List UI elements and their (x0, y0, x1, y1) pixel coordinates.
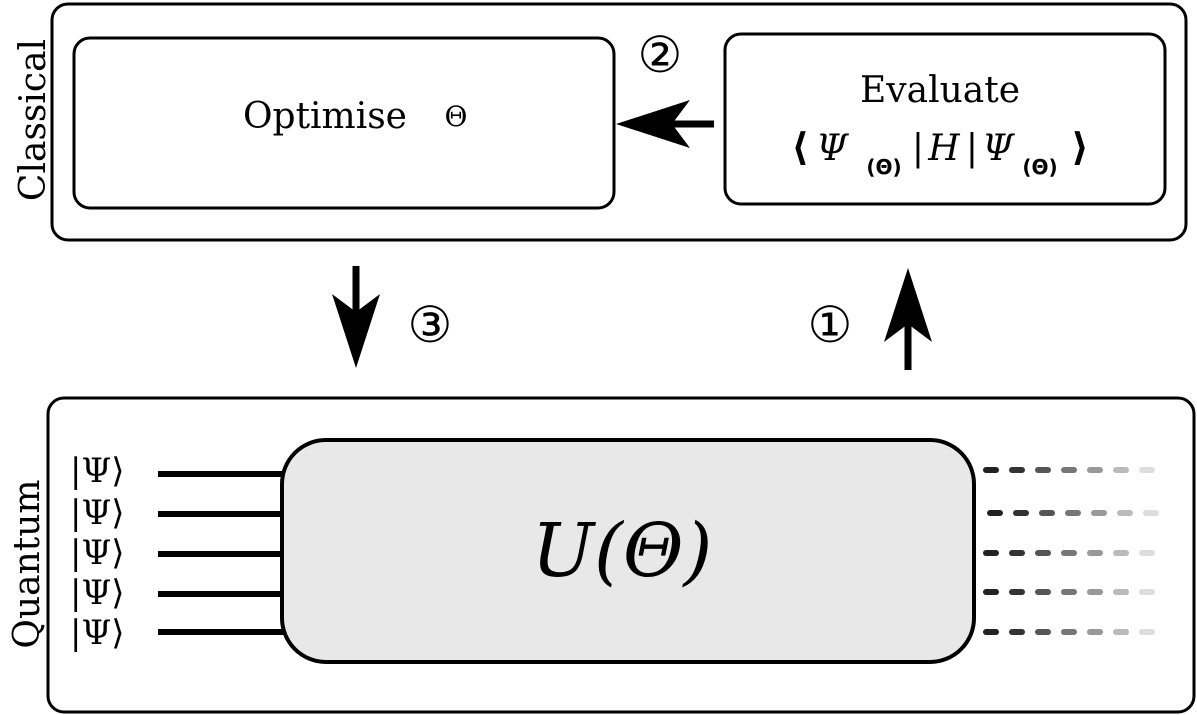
expect-psi-right: Ψ (982, 128, 1015, 169)
input-wires (158, 471, 300, 635)
arrow-down-to-quantum (332, 266, 380, 368)
expectation-value: ⟨ Ψ (Θ) | H | Ψ (Θ) ⟩ (791, 125, 1088, 179)
input-kets: |Ψ⟩ |Ψ⟩ |Ψ⟩ |Ψ⟩ |Ψ⟩ (70, 451, 125, 653)
expect-close-bracket: ⟩ (1071, 125, 1088, 169)
ket-label-2: |Ψ⟩ (70, 493, 125, 533)
optimise-label: Optimise (243, 96, 407, 137)
step-1-marker: ① (808, 296, 853, 354)
evaluate-box (723, 32, 1167, 206)
step-2-marker: ② (638, 26, 683, 84)
output-wires (983, 467, 1159, 635)
ket-label-5: |Ψ⟩ (70, 613, 125, 653)
ket-label-1: |Ψ⟩ (70, 451, 125, 491)
expect-open-bracket: ⟨ (791, 125, 808, 169)
expect-psi-left: Ψ (816, 128, 849, 169)
arrow-evaluate-to-optimise (616, 100, 714, 148)
optimise-text: Optimise (243, 96, 407, 137)
expect-bar-left: | (912, 128, 924, 169)
step-3-marker: ③ (408, 296, 453, 354)
optimise-box (72, 36, 616, 210)
expect-sub-right: (Θ) (1022, 155, 1057, 179)
unitary-box (280, 438, 976, 664)
expect-sub-left: (Θ) (866, 155, 901, 179)
quantum-side-label: Quantum (7, 479, 48, 648)
expect-bar-right: | (966, 128, 978, 169)
arrow-up-to-classical (884, 268, 932, 370)
ket-label-4: |Ψ⟩ (70, 573, 125, 613)
classical-side-label: Classical (13, 39, 54, 201)
ket-label-3: |Ψ⟩ (70, 533, 125, 573)
evaluate-label: Evaluate (860, 70, 1020, 111)
optimise-theta-symbol: Θ (445, 100, 468, 133)
unitary-label: U(Θ) (532, 508, 713, 594)
expect-h: H (927, 128, 960, 169)
